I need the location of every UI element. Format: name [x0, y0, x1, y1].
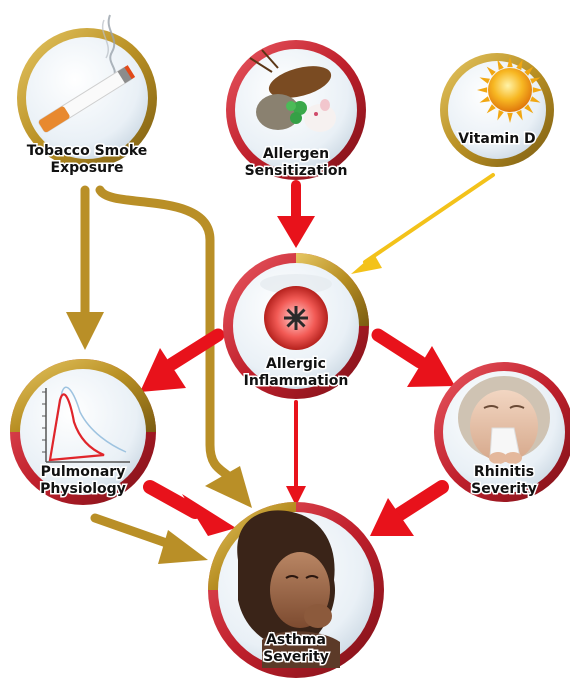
arrow-vitamin-to-inflammation-head	[351, 254, 382, 274]
node-vitamin-label-line1: Vitamin D	[458, 131, 535, 147]
node-asthma-label-line2: Severity	[263, 649, 329, 665]
node-asthma-label-line1: Asthma	[266, 632, 326, 648]
arrow-tobacco-to-pulmonary-head	[66, 312, 104, 350]
node-allergic-inflammation: Allergic Inflammation	[223, 253, 369, 399]
node-tobacco-label-line2: Exposure	[51, 160, 124, 176]
node-rhinitis-label-line2: Severity	[471, 481, 537, 497]
node-pulmonary-label-line2: Physiology	[40, 481, 126, 497]
arrow-pulmonary-to-asthma-gold	[95, 518, 175, 546]
node-pulmonary-physiology: Pulmonary Physiology	[10, 359, 156, 505]
node-inflammation-label-line1: Allergic	[266, 356, 326, 372]
arrow-pulmonary-to-asthma-gold-head	[158, 530, 208, 564]
node-tobacco-label-line1: Tobacco Smoke	[27, 143, 148, 159]
arrow-rhinitis-to-asthma	[400, 487, 442, 514]
arrow-allergen-to-inflammation-head	[277, 216, 315, 248]
node-allergen-sensitization: Allergen Sensitization	[226, 40, 366, 180]
sun-icon	[477, 57, 543, 123]
node-allergen-label-line1: Allergen	[263, 146, 329, 162]
node-allergen-label-line2: Sensitization	[245, 163, 348, 179]
node-asthma-severity: Asthma Severity	[208, 502, 384, 678]
arrow-inflammation-to-rhinitis	[378, 335, 420, 362]
node-vitamin-d: Vitamin D	[440, 53, 554, 167]
node-tobacco-smoke-exposure: Tobacco Smoke Exposure	[17, 15, 157, 176]
arrow-vitamin-to-inflammation	[365, 175, 493, 262]
node-pulmonary-label-line1: Pulmonary	[41, 464, 126, 480]
node-rhinitis-severity: Rhinitis Severity	[434, 362, 570, 502]
node-rhinitis-label-line1: Rhinitis	[474, 464, 534, 480]
node-inflammation-label-line2: Inflammation	[244, 373, 349, 389]
